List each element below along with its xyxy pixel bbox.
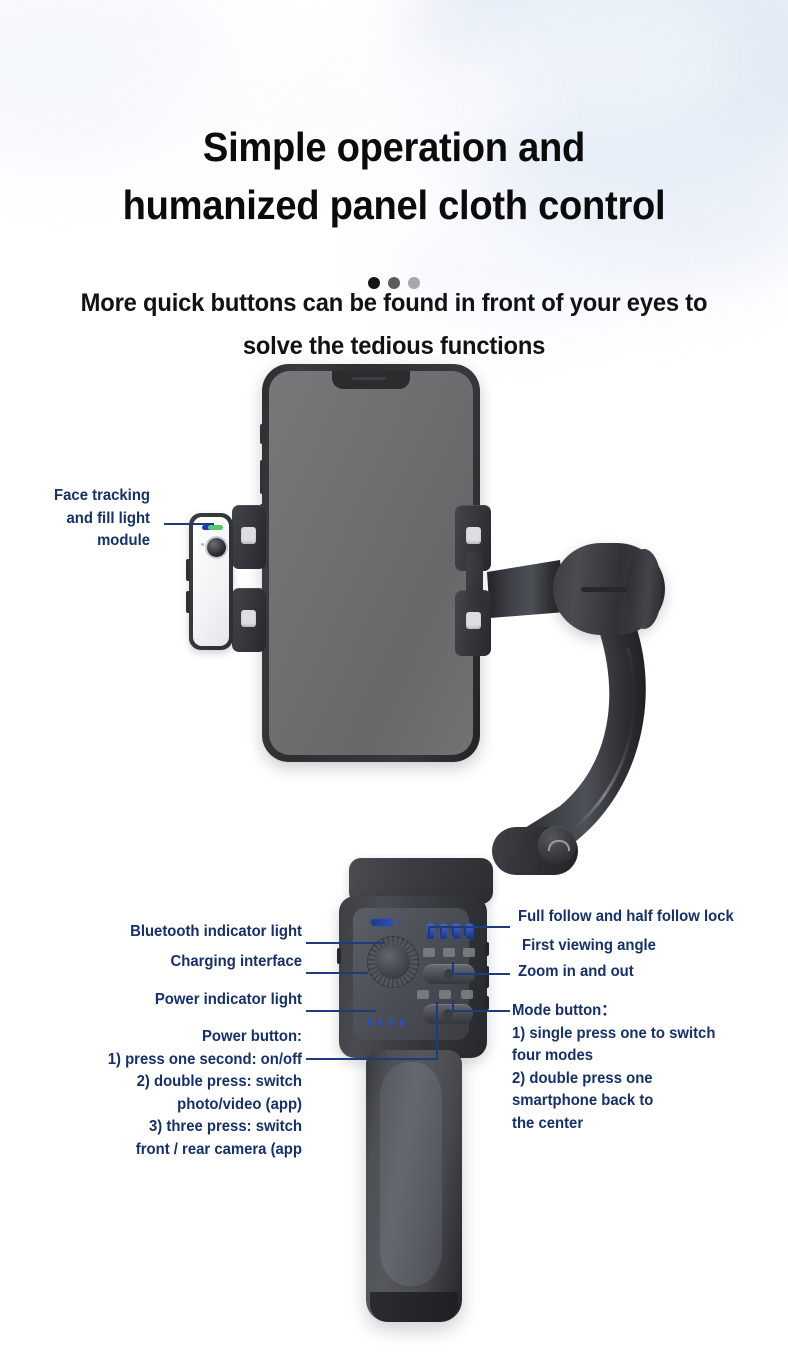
decorative-dots [0, 277, 788, 291]
handle-base [370, 1292, 458, 1322]
zoom-rocker-button[interactable] [423, 964, 475, 984]
annotation-first-viewing-angle: First viewing angle [522, 937, 656, 954]
charging-interface-port[interactable] [337, 948, 341, 964]
mode-pictograms-row-2 [417, 990, 477, 1000]
arm-lock-knob[interactable] [538, 826, 576, 864]
leader-mode-h [452, 1010, 510, 1012]
leader-power-button-h [306, 1058, 437, 1060]
mode-icon-follow [463, 948, 475, 957]
mode-led-4 [466, 924, 473, 939]
mode-icon-portrait [417, 990, 429, 999]
clamp-spine [466, 552, 483, 608]
mode-icon-inception [461, 990, 473, 999]
annotation-power-indicator: Power indicator light [154, 991, 302, 1008]
phone-side-button-volume-up [260, 460, 263, 494]
panel-side-button-right-3[interactable] [485, 996, 489, 1010]
curved-arm-body [512, 626, 646, 862]
leader-follow-lock-v4 [464, 926, 466, 936]
dot-3-icon [408, 277, 420, 289]
clamp-pad-upper-right [466, 527, 481, 544]
mode-icon-lock [443, 948, 455, 957]
fill-light-green-indicator [208, 525, 223, 530]
leader-power-button-v [436, 1002, 438, 1060]
subheadline-line-1: More quick buttons can be found in front… [80, 289, 708, 317]
fill-light-side-button-2[interactable] [186, 591, 190, 613]
leader-charging [306, 972, 368, 974]
smartphone [260, 364, 480, 762]
leader-follow-lock-v3 [452, 926, 454, 936]
clamp-jaw-upper-left [232, 505, 266, 569]
dot-1-icon [368, 277, 380, 289]
mode-button[interactable] [423, 1004, 473, 1024]
mode-icon-timelapse [439, 990, 451, 999]
mode-pictograms-row-1 [423, 948, 477, 958]
leader-mode-v [452, 1000, 454, 1011]
annotation-follow-lock: Full follow and half follow lock [518, 908, 734, 925]
roll-motor-slot [581, 587, 627, 592]
annotation-power-button: Power button: 1) press one second: on/of… [107, 1028, 302, 1158]
handle [366, 1050, 462, 1322]
control-panel-housing [337, 896, 489, 1058]
panel-side-button-right-2[interactable] [485, 966, 489, 988]
jog-dial[interactable] [367, 936, 419, 988]
power-led-1 [367, 1018, 371, 1026]
bluetooth-indicator-dot [397, 921, 401, 925]
power-led-4 [400, 1018, 404, 1026]
power-led-2 [378, 1018, 382, 1026]
mode-led-1 [427, 924, 434, 939]
phone-screen [269, 371, 473, 755]
dot-2-icon [388, 277, 400, 289]
leader-bluetooth [306, 942, 384, 944]
subheadline-line-2: solve the tedious functions [242, 332, 546, 360]
handle-grip [380, 1062, 442, 1286]
leader-zoom-h [452, 973, 510, 975]
leader-face-tracking [164, 523, 214, 525]
power-led-3 [389, 1018, 393, 1026]
clamp-jaw-lower-left [232, 588, 266, 652]
fill-light-side-button-1[interactable] [186, 559, 190, 581]
bluetooth-indicator-light [371, 919, 393, 926]
control-panel-face [353, 908, 475, 1040]
mode-icon-pan-follow [423, 948, 435, 957]
leader-power-indicator [306, 1010, 376, 1012]
fill-light-body [193, 517, 229, 646]
annotation-bluetooth-indicator: Bluetooth indicator light [130, 923, 302, 940]
roll-motor-cap [627, 549, 661, 629]
subheadline: More quick buttons can be found in front… [20, 282, 769, 368]
annotation-face-tracking: Face tracking and fill light module [54, 487, 150, 549]
leader-follow-lock-v1 [428, 926, 430, 936]
mode-led-2 [440, 924, 447, 939]
clamp-pad-upper-left [241, 527, 256, 544]
panel-side-button-right-1[interactable] [485, 942, 489, 956]
leader-follow-lock [428, 926, 510, 928]
clamp-pad-lower-left [241, 610, 256, 627]
clamp-to-motor-link [487, 560, 566, 618]
leader-zoom-v [452, 962, 454, 974]
headline-line-1: Simple operation and [202, 124, 586, 170]
roll-motor [553, 543, 665, 635]
clamp-pad-lower-right [466, 612, 481, 629]
power-indicator-light [367, 1018, 415, 1027]
sky-cloud-6 [378, 210, 638, 330]
phone-side-button-mute [260, 424, 263, 444]
curved-arm-highlight [571, 647, 637, 832]
fill-light-sensor-dot [201, 543, 204, 546]
fill-light-module [186, 513, 233, 650]
headline-line-2: humanized panel cloth control [122, 182, 666, 228]
annotation-charging-interface: Charging interface [170, 953, 302, 970]
mode-led-3 [453, 924, 460, 939]
headline: Simple operation and humanized panel clo… [28, 118, 761, 234]
mode-indicator-lights [427, 924, 473, 944]
phone-notch [332, 371, 410, 389]
sky-cloud-5 [150, 30, 530, 190]
annotation-zoom-in-out: Zoom in and out [518, 963, 634, 980]
leader-follow-lock-v2 [440, 926, 442, 936]
annotation-mode-button: Mode button： 1) single press one to swit… [512, 1002, 716, 1132]
face-tracking-lens-icon [207, 538, 226, 557]
